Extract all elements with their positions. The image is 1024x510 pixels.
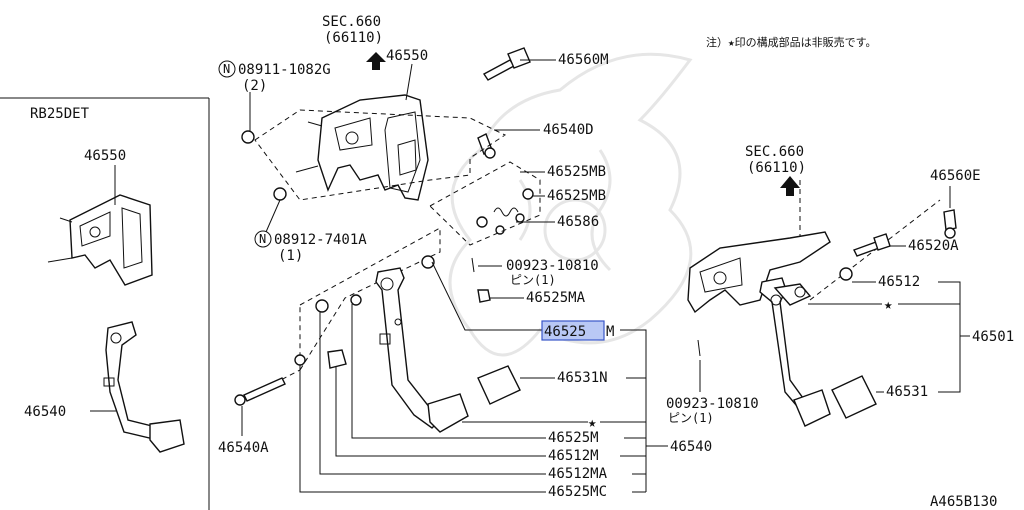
- label-46525M[interactable]: 46525M: [548, 430, 599, 446]
- arrow-sec660-right: [780, 176, 800, 196]
- label-46560M[interactable]: 46560M: [558, 52, 609, 68]
- label-46540D[interactable]: 46540D: [543, 122, 594, 138]
- label-00923-a-pin: ピン(1): [510, 273, 556, 287]
- label-46525MB-2[interactable]: 46525MB: [547, 188, 606, 204]
- label-00923-b-pin: ピン(1): [668, 411, 714, 425]
- label-46560E[interactable]: 46560E: [930, 168, 981, 184]
- watermark-logo: [448, 52, 693, 357]
- note-text: 注）★印の構成部品は非販売です。: [706, 35, 877, 49]
- leader-46512MA: [319, 312, 546, 475]
- main-pedal: [375, 267, 469, 433]
- collar-top: [421, 255, 435, 269]
- label-00923-b[interactable]: 00923-10810: [666, 396, 759, 412]
- label-46525MB-1[interactable]: 46525MB: [547, 164, 606, 180]
- label-46525MA[interactable]: 46525MA: [526, 290, 586, 306]
- inset-pedal: [103, 321, 185, 453]
- sec660-top-ref: (66110): [324, 30, 383, 46]
- spring-group: [476, 188, 534, 235]
- dash-pedal-box: [299, 227, 441, 372]
- nut-08912: [273, 187, 287, 201]
- svg-text:N: N: [223, 62, 230, 76]
- pedal-pad-46531N: [477, 365, 521, 405]
- figure-code: A465B130: [930, 494, 997, 510]
- label-46531[interactable]: 46531: [886, 384, 928, 400]
- leader-08912: [265, 199, 281, 233]
- circle-n-08912: N: [254, 230, 272, 248]
- bushing-46512M: [350, 294, 362, 306]
- label-46586[interactable]: 46586: [557, 214, 599, 230]
- label-46520A[interactable]: 46520A: [908, 238, 959, 254]
- bushing-46512: [839, 267, 853, 281]
- nut-46525MC: [294, 354, 306, 366]
- leader-46525M: [351, 304, 546, 439]
- label-46550[interactable]: 46550: [386, 48, 428, 64]
- nut-08911: [241, 130, 255, 144]
- bolt-46520A: [853, 233, 891, 257]
- dash-bracket-box: [254, 109, 507, 201]
- svg-text:N: N: [259, 232, 266, 246]
- label-46540-inset[interactable]: 46540: [24, 404, 66, 420]
- bolt-46540A: [234, 377, 286, 406]
- label-00923-a[interactable]: 00923-10810: [506, 258, 599, 274]
- main-bracket: [317, 94, 429, 201]
- sec660-top: SEC.660: [322, 14, 381, 30]
- label-46525M-highlighted[interactable]: 46525: [544, 324, 586, 340]
- stud-bottom: [295, 165, 319, 173]
- label-08912[interactable]: 08912-7401A: [274, 232, 367, 248]
- label-46501[interactable]: 46501: [972, 329, 1014, 345]
- leader-46512M: [335, 366, 546, 457]
- label-46540A[interactable]: 46540A: [218, 440, 269, 456]
- pin-00923-b: [697, 339, 701, 357]
- arrow-sec660-top: [366, 52, 386, 70]
- right-pedal: [759, 277, 831, 427]
- label-46531N[interactable]: 46531N: [557, 370, 608, 386]
- leader-46525M-hl: [431, 261, 542, 331]
- stopper-46525M: [327, 349, 347, 369]
- leader-46525MC: [299, 366, 546, 493]
- pin-00923-a: [471, 257, 475, 273]
- engine-label: RB25DET: [30, 106, 90, 122]
- right-bracket: [687, 231, 831, 314]
- pedal-pad-46531: [831, 375, 877, 419]
- stud-top: [307, 121, 323, 127]
- star-main: ★: [588, 415, 597, 431]
- bolt-46560M: [482, 47, 531, 81]
- label-08912-qty: (1): [278, 248, 303, 264]
- label-46550-inset[interactable]: 46550: [84, 148, 126, 164]
- clip-46525MA: [477, 289, 491, 303]
- label-46525M-highlighted-suffix: M: [606, 324, 614, 340]
- label-46512M[interactable]: 46512M: [548, 448, 599, 464]
- label-46525MC[interactable]: 46525MC: [548, 484, 607, 500]
- star-right: ★: [884, 297, 893, 313]
- bushing-46512MA: [315, 299, 329, 313]
- inset-bracket: [47, 194, 153, 286]
- dash-spring-box: [429, 161, 541, 246]
- label-08911-qty: (2): [242, 78, 267, 94]
- circle-n-08911: N: [218, 60, 236, 78]
- leader-46550: [405, 63, 413, 101]
- label-46540[interactable]: 46540: [670, 439, 712, 455]
- sec660-right: SEC.660: [745, 144, 804, 160]
- bolt-46560E: [943, 209, 957, 239]
- sec660-right-ref: (66110): [747, 160, 806, 176]
- highlight-46525M[interactable]: [541, 320, 605, 341]
- label-08911[interactable]: 08911-1082G: [238, 62, 331, 78]
- bolt-46540D: [477, 133, 496, 159]
- label-46512[interactable]: 46512: [878, 274, 920, 290]
- leader-46501-bracket: [938, 281, 961, 393]
- leader-46540-bracket: [620, 329, 668, 447]
- label-46512MA[interactable]: 46512MA: [548, 466, 608, 482]
